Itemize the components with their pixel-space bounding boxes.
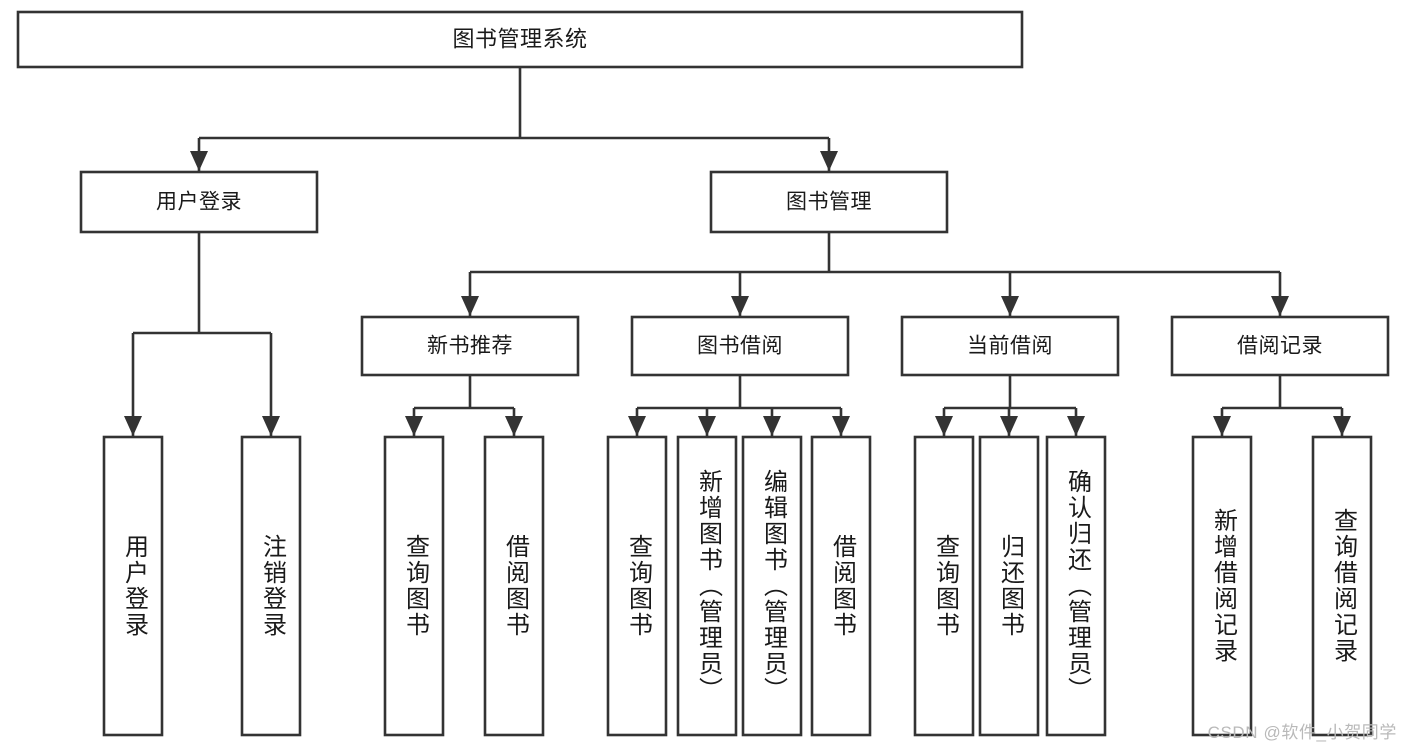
arrowhead-icon-leaf-query-record [1333, 416, 1351, 436]
node-box-leaf-add-record[interactable] [1191, 435, 1253, 737]
node-box-leaf-borrow-book-1[interactable] [483, 435, 545, 737]
node-box-leaf-confirm-return[interactable] [1045, 435, 1107, 737]
node-label-current-borrow: 当前借阅 [967, 335, 1053, 358]
node-box-leaf-borrow-book-2[interactable] [810, 435, 872, 737]
node-box-leaf-user-login[interactable] [102, 435, 164, 737]
arrowhead-icon-book-borrow [731, 296, 749, 316]
arrowhead-icon-leaf-edit-book [763, 416, 781, 436]
arrowhead-icon-new-book-recommend [461, 296, 479, 316]
node-box-leaf-add-book[interactable] [676, 435, 738, 737]
arrowhead-icon-leaf-user-logout [262, 416, 280, 436]
arrowhead-icon-leaf-return-book [1000, 416, 1018, 436]
arrowhead-icon-borrow-record [1271, 296, 1289, 316]
node-box-user-login[interactable] [79, 170, 319, 234]
arrowhead-icon-leaf-query-book-3 [935, 416, 953, 436]
node-box-leaf-edit-book[interactable] [741, 435, 803, 737]
arrowhead-icon-leaf-query-book-2 [628, 416, 646, 436]
node-label-book-borrow: 图书借阅 [697, 335, 783, 358]
node-box-current-borrow[interactable] [900, 315, 1120, 377]
arrowhead-icon-current-borrow [1001, 296, 1019, 316]
node-box-leaf-return-book[interactable] [978, 435, 1040, 737]
node-label-root: 图书管理系统 [452, 26, 587, 51]
node-box-leaf-query-book-2[interactable] [606, 435, 668, 737]
arrowhead-icon-user-login [190, 151, 208, 171]
node-label-new-book-recommend: 新书推荐 [427, 335, 513, 358]
arrowhead-icon-leaf-query-book-1 [405, 416, 423, 436]
node-box-borrow-record[interactable] [1170, 315, 1390, 377]
node-box-leaf-query-book-3[interactable] [913, 435, 975, 737]
node-box-leaf-query-record[interactable] [1311, 435, 1373, 737]
node-box-leaf-user-logout[interactable] [240, 435, 302, 737]
arrowhead-icon-leaf-add-book [698, 416, 716, 436]
arrowhead-icon-leaf-user-login [124, 416, 142, 436]
arrowhead-icon-leaf-borrow-book-2 [832, 416, 850, 436]
watermark-text: CSDN @软件_小贺同学 [1207, 723, 1397, 742]
node-label-book-management: 图书管理 [786, 191, 872, 214]
connector-lines [124, 67, 1351, 436]
node-boxes [16, 10, 1390, 737]
node-box-book-borrow[interactable] [630, 315, 850, 377]
arrowhead-icon-leaf-add-record [1213, 416, 1231, 436]
arrowhead-icon-leaf-confirm-return [1067, 416, 1085, 436]
node-box-book-management[interactable] [709, 170, 949, 234]
node-box-root[interactable] [16, 10, 1024, 69]
arrowhead-icon-leaf-borrow-book-1 [505, 416, 523, 436]
node-label-borrow-record: 借阅记录 [1237, 335, 1323, 358]
node-label-user-login: 用户登录 [156, 191, 242, 214]
node-box-leaf-query-book-1[interactable] [383, 435, 445, 737]
node-box-new-book-recommend[interactable] [360, 315, 580, 377]
arrowhead-icon-book-management [820, 151, 838, 171]
